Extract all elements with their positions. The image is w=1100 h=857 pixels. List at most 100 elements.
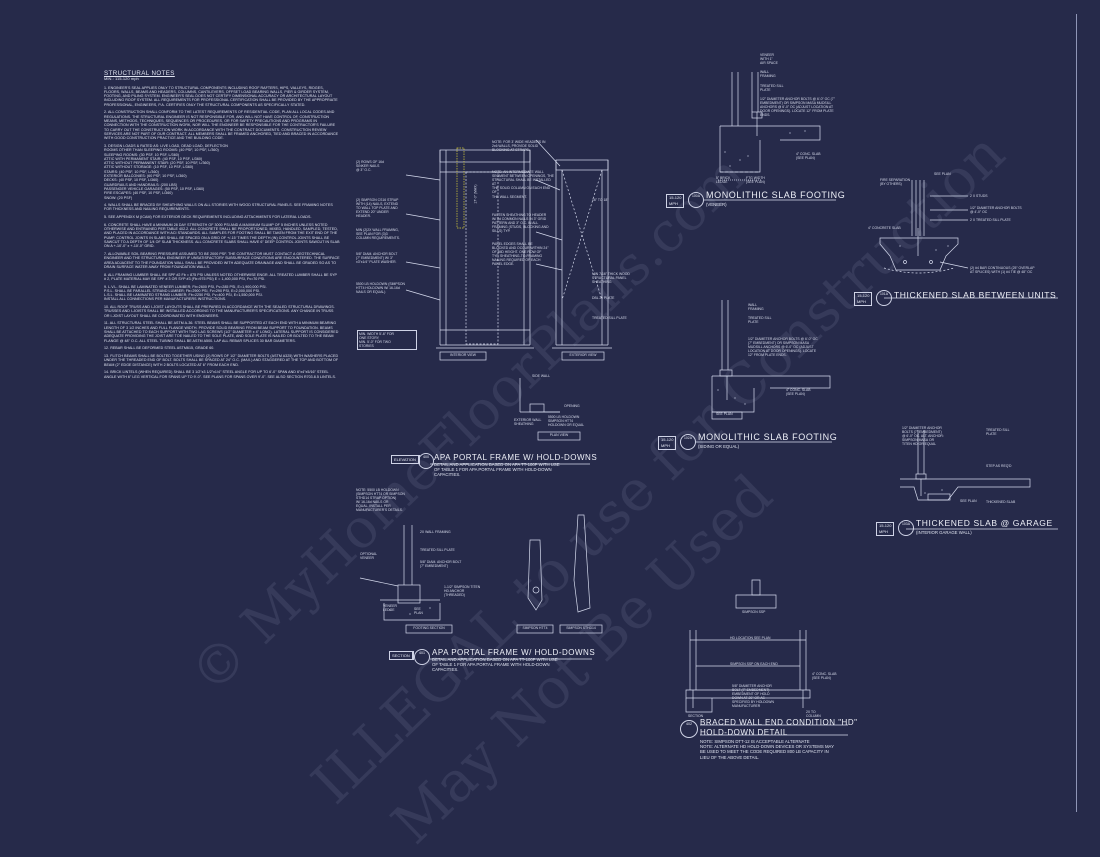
mono-siding-title: MONOLITHIC SLAB FOOTING — [698, 432, 838, 442]
label-conc-slab: 4" CONC. SLAB (SEE PLAN) — [796, 152, 821, 161]
label-brick-ledge: 5" BRICK LEDGE — [716, 176, 731, 185]
elevation-tag-type: ELEVATION — [392, 456, 419, 463]
mono-veneer-tag-b: MPH — [669, 201, 678, 206]
label-wall-b: WALL FRAMING — [748, 303, 764, 312]
apa-section-title: APA PORTAL FRAME W/ HOLD-DOWNS — [432, 648, 596, 657]
braced-subtitle: NOTE: SIMPSON DTT-12 IS ACCEPTABLE ALTER… — [700, 739, 834, 760]
thick-units-tag-num: 101A — [880, 292, 888, 296]
note-item: 3. DESIGN LOADS & RATED AS: LIVE LOAD, D… — [104, 143, 228, 200]
note-item: 5. SEE APPENDIX M (ICAM) FOR EXTERIOR DE… — [104, 215, 312, 220]
note-item: 13. FLITCH BEAMS SHALL BE BOLTED TOGETHE… — [104, 354, 339, 367]
label-simpson-ssp: SIMPSON SSP — [742, 610, 766, 614]
label-dbl-plate: DBL 2x PLATE — [592, 296, 615, 300]
label-sec-simpson: 1-1/2" SIMPSON TITEN HD ANCHOR (THREADED… — [444, 585, 481, 598]
mono-veneer-tag-num: 100A — [692, 194, 700, 198]
garage-tag-num: 103A — [902, 522, 910, 526]
plan-view-label: PLAN VIEW — [549, 433, 569, 437]
label-sec-veneer: VENEER LEDGE — [383, 604, 397, 613]
braced-tag-num: 402 — [686, 722, 692, 726]
mono-siding-tag-a: 15-120 — [661, 437, 674, 442]
note-item: 6. CONCRETE SHALL HAVE A MINIMUM 28 DAY … — [104, 222, 340, 249]
structural-linework — [359, 72, 1058, 736]
garage-tag: 15-120 MPH — [876, 522, 895, 536]
footing-section-label: FOOTING SECTION — [413, 626, 445, 630]
drawing-sheet: © MyHomeFloorPlans.com ILLEGAL to use fo… — [104, 14, 1077, 857]
label-strap: (2) SIMPSON CS16 STRAP WITH (14) NAILS, … — [356, 198, 399, 219]
label-anchor-bolt: 1/2" DIAMETER ANCHOR BOLTS @ 6'-0" OC (7… — [760, 97, 835, 118]
garage-tag-a: 15-120 — [879, 523, 892, 528]
label-bar-continuous: (2) #4 BAR CONTINUOUS (25" OVERLAP AT SP… — [970, 266, 1035, 275]
note-item: 10. ALL ROOF TRUSS AND I-JOIST LAYOUTS S… — [104, 305, 335, 318]
notes-subtitle: MIN.: 115-120 mph — [104, 76, 139, 82]
label-studs: 2 X STUDS — [970, 194, 988, 198]
label-sec-plan: SEE PLAN — [414, 607, 423, 616]
sheet-border — [1076, 14, 1077, 812]
label-fire-sep: FIRE SEPARATION (BY OTHERS) — [880, 178, 911, 187]
section-tag-type: SECTION — [390, 652, 413, 659]
label-wall: WALL FRAMING — [760, 70, 776, 79]
label-sec-anchor: 5/8" DIAM. ANCHOR BOLT (7" EMBEDMENT) — [420, 560, 462, 569]
garage-tag-b: MPH — [879, 529, 888, 534]
exterior-view-label: EXTERIOR VIEW — [569, 353, 597, 357]
label-right-note2: NOTE: AN INTERMEDIATE WALL SEGMENT BETWE… — [492, 170, 554, 199]
thick-units-tag-a: 15-120 — [857, 293, 870, 298]
thick-units-tag-b: MPH — [857, 299, 866, 304]
braced-title-2: HOLD-DOWN DETAIL — [700, 728, 788, 737]
label-treated-plate: 2 X TREATED SILL PLATE — [970, 218, 1011, 222]
label-anchor-b: 1/2" DIAMETER ANCHOR BOLTS @ 6'-0" OC (7… — [748, 337, 818, 358]
label-ext-sheath: EXTERIOR WALL SHEATHING — [514, 418, 542, 427]
label-sec-2x4: 2X WALL FRAMING — [420, 530, 451, 534]
label-min-thick: MIN 7/16" THICK WOOD STRUCTURAL PANEL SH… — [592, 272, 630, 285]
label-sec-treated: TREATED SILL PLATE — [420, 548, 455, 552]
mono-siding-tag: 15-120 MPH — [658, 436, 677, 450]
label-dim-16: 16" TO 18" — [592, 198, 609, 202]
thick-units-circle: 101A — [876, 290, 892, 306]
label-veneer: VENEER WITH 1" AIR SPACE — [760, 53, 778, 66]
label-see-plan-g: SEE PLAN — [960, 499, 977, 503]
note-item: 1. ENGINEER'S SEAL APPLIES ONLY TO STRUC… — [104, 85, 338, 107]
label-treated-sill-v: TREATED SILL PLATE — [760, 84, 784, 93]
apa-elev-subtitle: DETAIL AND APPLICATION BASED ON APA TT-1… — [434, 462, 560, 478]
label-min-width: MIN. WIDTH 5'-6" FOR ONE STORY, MIN. 5'-… — [357, 330, 417, 351]
label-sec-optional: OPTIONAL VENEER — [360, 552, 378, 561]
mono-veneer-title: MONOLITHIC SLAB FOOTING — [706, 190, 846, 200]
apa-section-subtitle: DETAIL AND APPLICATION BASED ON APA TT-1… — [432, 657, 558, 673]
label-anchor-embed: 5/8" DIAM. ANCHOR BOLT (7" EMBEDMENT) W/… — [356, 252, 398, 265]
label-min-header: MIN (2)2X WALL FRAMING, SEE PLAN FOR (3)… — [356, 228, 400, 241]
thick-units-title: THICKENED SLAB BETWEEN UNITS — [894, 290, 1057, 300]
elevation-tag: ELEVATION — [391, 455, 420, 464]
note-item: 7. ALLOWABLE SOIL BEARING PRESSURE ASSUM… — [104, 252, 340, 269]
thick-units-tag: 15-120 MPH — [854, 292, 873, 306]
braced-circle: 402 — [680, 720, 698, 738]
interior-view-label: INTERIOR VIEW — [450, 353, 476, 357]
mono-siding-subtitle: (SIDING OR EQUAL) — [698, 444, 740, 449]
label-ftg-width: FTG WIDTH (SEE PLAN) — [746, 176, 765, 185]
mono-siding-tag-b: MPH — [661, 443, 670, 448]
mono-veneer-tag-a: 15-120 — [669, 195, 682, 200]
mono-siding-circle: 102A — [680, 434, 696, 450]
label-plan-holdown: 5500 LB HOLDOWN SIMPSON HTT4 HOLDOWN OR … — [548, 415, 585, 428]
label-holddown: 5500 LB HOLDOWN (SIMPSON HTT4 HOLDOWN W/… — [356, 282, 405, 295]
label-hd-slab: 4" CONC. SLAB (SEE PLAN) — [812, 672, 837, 681]
label-slab-b: 4" CONC. SLAB (SEE PLAN) — [786, 388, 811, 397]
label-fasten: FASTEN SHEATHING TO HEADER W/ 8d COMMON … — [492, 213, 549, 234]
garage-title: THICKENED SLAB @ GARAGE — [916, 518, 1053, 528]
simpson-htt4-label: SIMPSON HTT4 — [522, 626, 548, 630]
mono-veneer-circle: 100A — [688, 192, 704, 208]
elevation-tag-num: 400 — [423, 455, 429, 459]
note-item: 9. L.V.L. SHALL BE LAMINATED VENEER LUMB… — [104, 284, 267, 302]
elevation-tag-circle: 400 — [418, 453, 434, 469]
garage-circle: 103A — [898, 520, 914, 536]
label-treated-sill: TREATED SILL PLATE — [592, 316, 627, 320]
label-hd-anchor: HD LOCATION SEE PLAN — [730, 636, 771, 640]
label-step: STEP AS REQ'D — [986, 464, 1012, 468]
braced-title-1: BRACED WALL END CONDITION "HD" — [700, 718, 858, 727]
section-tag-num: 401 — [419, 651, 425, 655]
label-opening: OPENING — [564, 404, 580, 408]
label-anchor-48: 1/2" DIAMETER ANCHOR BOLTS @ 4'-0" OC — [970, 206, 1022, 215]
label-thickened-slab: THICKENED SLAB — [986, 500, 1016, 504]
structural-notes: STRUCTURAL NOTES MIN.: 115-120 mph 1. EN… — [104, 70, 340, 382]
label-garage-anchor: 1/2" DIAMETER ANCHOR BOLTS (7" EMBEDMENT… — [902, 426, 944, 447]
note-item: 11. ALL STRUCTURAL STEEL SHALL BE ASTM A… — [104, 321, 339, 343]
section-tag-circle: 401 — [414, 649, 430, 665]
